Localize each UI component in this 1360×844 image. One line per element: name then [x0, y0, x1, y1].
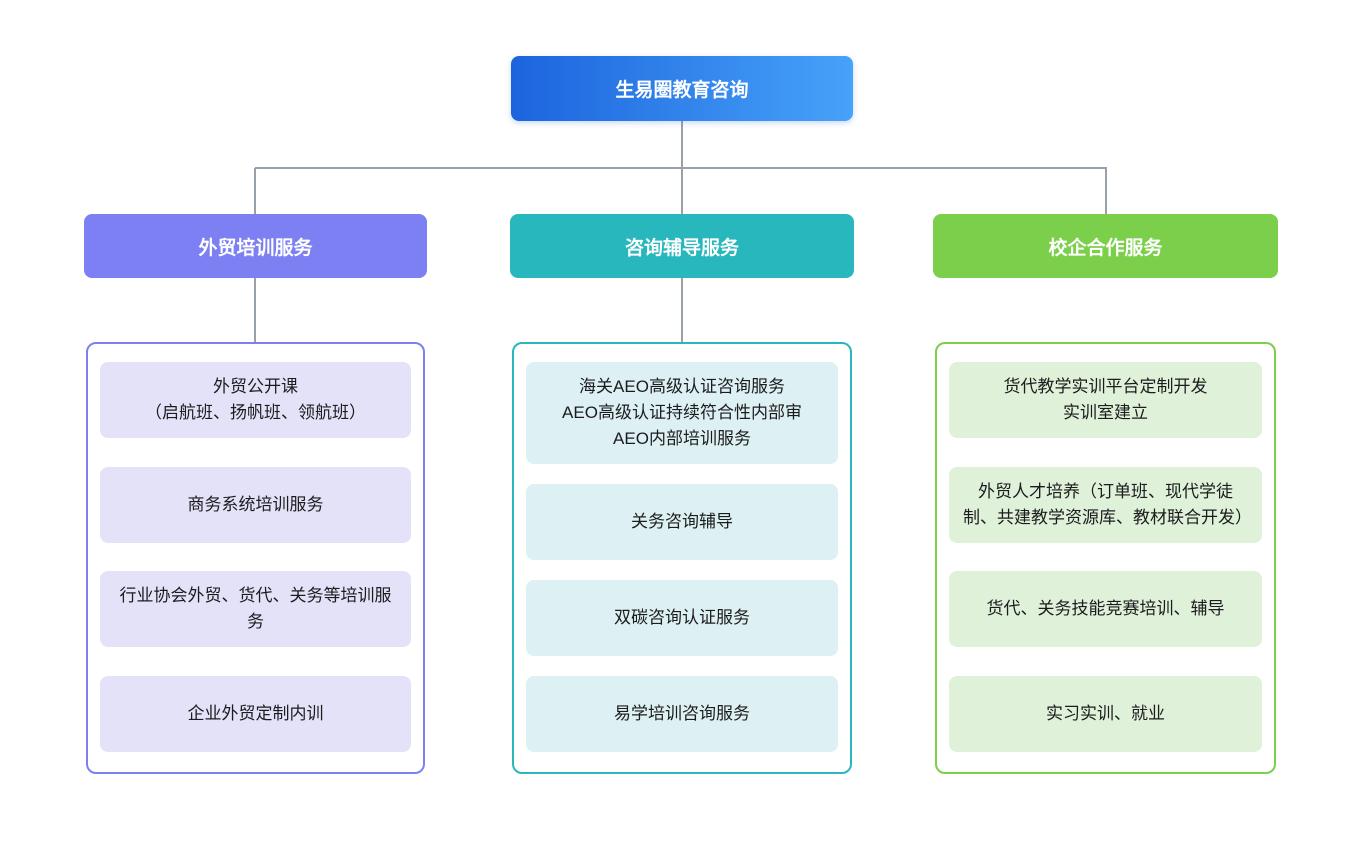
connector-drop-left: [254, 168, 256, 214]
service-item[interactable]: 双碳咨询认证服务: [526, 580, 838, 656]
branch-header-label: 外贸培训服务: [198, 237, 313, 259]
connector-drop-right: [1105, 168, 1107, 214]
branch-header-school-enterprise[interactable]: 校企合作服务: [933, 214, 1278, 278]
branch-container-trade-training: 外贸公开课 （启航班、扬帆班、领航班） 商务系统培训服务 行业协会外贸、货代、关…: [86, 342, 425, 774]
root-node[interactable]: 生易圈教育咨询: [511, 56, 853, 121]
service-item[interactable]: 海关AEO高级认证咨询服务 AEO高级认证持续符合性内部审 AEO内部培训服务: [526, 362, 838, 464]
root-node-label: 生易圈教育咨询: [615, 80, 749, 101]
service-item[interactable]: 实习实训、就业: [949, 675, 1262, 752]
service-item[interactable]: 关务咨询辅导: [526, 484, 838, 560]
service-item[interactable]: 外贸人才培养（订单班、现代学徒制、共建教学资源库、教材联合开发）: [949, 466, 1262, 543]
service-item[interactable]: 商务系统培训服务: [100, 466, 411, 543]
connector-drop-middle: [681, 168, 683, 214]
branch-header-label: 咨询辅导服务: [624, 237, 739, 259]
branch-header-consulting[interactable]: 咨询辅导服务: [510, 214, 854, 278]
branch-header-trade-training[interactable]: 外贸培训服务: [84, 214, 427, 278]
connector-header-container-middle: [681, 278, 683, 342]
service-item[interactable]: 货代教学实训平台定制开发 实训室建立: [949, 362, 1262, 438]
branch-header-label: 校企合作服务: [1048, 237, 1163, 259]
service-item[interactable]: 行业协会外贸、货代、关务等培训服务: [100, 571, 411, 648]
branch-school-enterprise: 校企合作服务 货代教学实训平台定制开发 实训室建立 外贸人才培养（订单班、现代学…: [933, 214, 1278, 774]
service-item[interactable]: 易学培训咨询服务: [526, 676, 838, 752]
service-item[interactable]: 货代、关务技能竞赛培训、辅导: [949, 571, 1262, 648]
branch-container-school-enterprise: 货代教学实训平台定制开发 实训室建立 外贸人才培养（订单班、现代学徒制、共建教学…: [935, 342, 1276, 774]
branch-container-consulting: 海关AEO高级认证咨询服务 AEO高级认证持续符合性内部审 AEO内部培训服务 …: [512, 342, 852, 774]
connector-header-container-left: [254, 278, 256, 342]
connector-root-drop: [681, 121, 683, 168]
branch-trade-training: 外贸培训服务 外贸公开课 （启航班、扬帆班、领航班） 商务系统培训服务 行业协会…: [84, 214, 427, 774]
service-item[interactable]: 外贸公开课 （启航班、扬帆班、领航班）: [100, 362, 411, 438]
branch-consulting: 咨询辅导服务 海关AEO高级认证咨询服务 AEO高级认证持续符合性内部审 AEO…: [510, 214, 854, 774]
service-item[interactable]: 企业外贸定制内训: [100, 675, 411, 752]
